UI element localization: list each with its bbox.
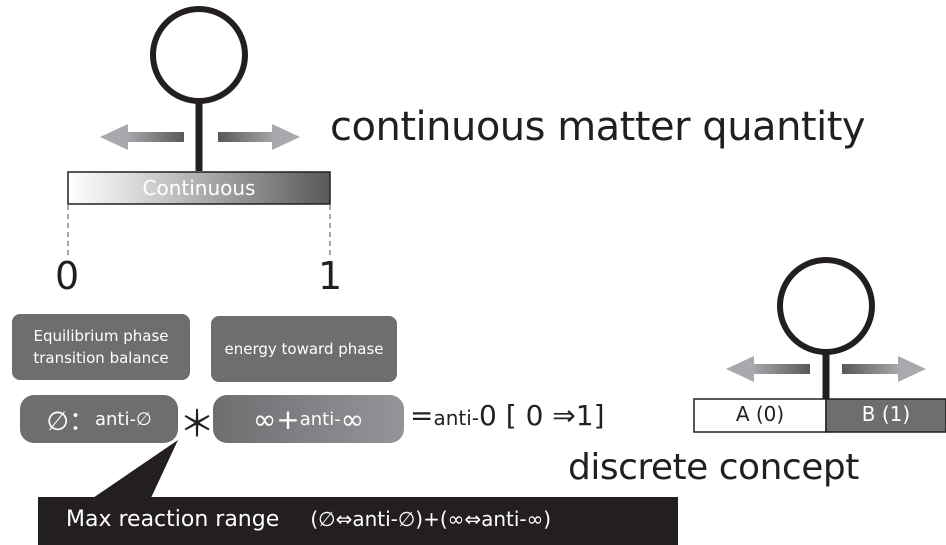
top-lollipop-head: [150, 6, 248, 104]
right-lollipop-head: [777, 257, 875, 355]
pill-right-bg: [213, 395, 404, 443]
scale-max-label: 1: [318, 254, 342, 298]
discrete-cell-b: [825, 398, 946, 433]
callout-pointer: [90, 440, 178, 500]
discrete-title: discrete concept: [568, 447, 859, 488]
equilibrium-box: Equilibrium phase transition balance: [12, 314, 190, 380]
discrete-cell-a: [693, 398, 827, 433]
continuous-bar: [67, 171, 331, 205]
equilibrium-line-2: transition balance: [33, 349, 169, 367]
continuous-title: continuous matter quantity: [330, 104, 866, 150]
callout-content: Max reaction range (∅⇔anti-∅)+(∞⇔anti-∞): [66, 507, 551, 532]
result-zero: 0: [479, 399, 497, 432]
pill-left-bg: [20, 395, 178, 443]
term1-pill: ∅： anti-∅: [20, 395, 178, 443]
energy-label: energy toward phase: [224, 340, 384, 358]
multiply-operator: ＊: [179, 404, 216, 445]
equilibrium-line-1: Equilibrium phase: [33, 327, 169, 345]
callout-title: Max reaction range: [66, 507, 280, 532]
right-right-arrow: [842, 356, 926, 382]
term2-pill: ∞+ anti- ∞: [213, 395, 404, 443]
term2-inf2: ∞: [340, 402, 365, 436]
right-left-arrow: [726, 356, 810, 382]
discrete-cell-b-label: B (1): [861, 402, 911, 426]
result-anti: anti-: [433, 406, 480, 430]
top-right-arrow: [218, 124, 300, 150]
energy-box: energy toward phase: [211, 316, 397, 382]
result-expression: =anti-0 [ 0 ⇒1]: [410, 399, 605, 432]
result-bracket: [ 0 ⇒1]: [505, 399, 605, 432]
term2-inf: ∞+: [252, 402, 300, 436]
discrete-cell-a-label: A (0): [735, 402, 785, 426]
callout-formula: (∅⇔anti-∅)+(∞⇔anti-∞): [310, 507, 552, 531]
term1-anti: anti-∅: [94, 408, 152, 430]
scale-min-label: 0: [55, 254, 79, 298]
equals-sign: =: [410, 399, 434, 432]
top-left-arrow: [100, 124, 184, 150]
continuous-bar-label: Continuous: [142, 176, 256, 200]
term2-anti: anti-: [299, 408, 341, 430]
callout-box: [38, 497, 678, 545]
term1-symbol: ∅：: [46, 406, 95, 437]
